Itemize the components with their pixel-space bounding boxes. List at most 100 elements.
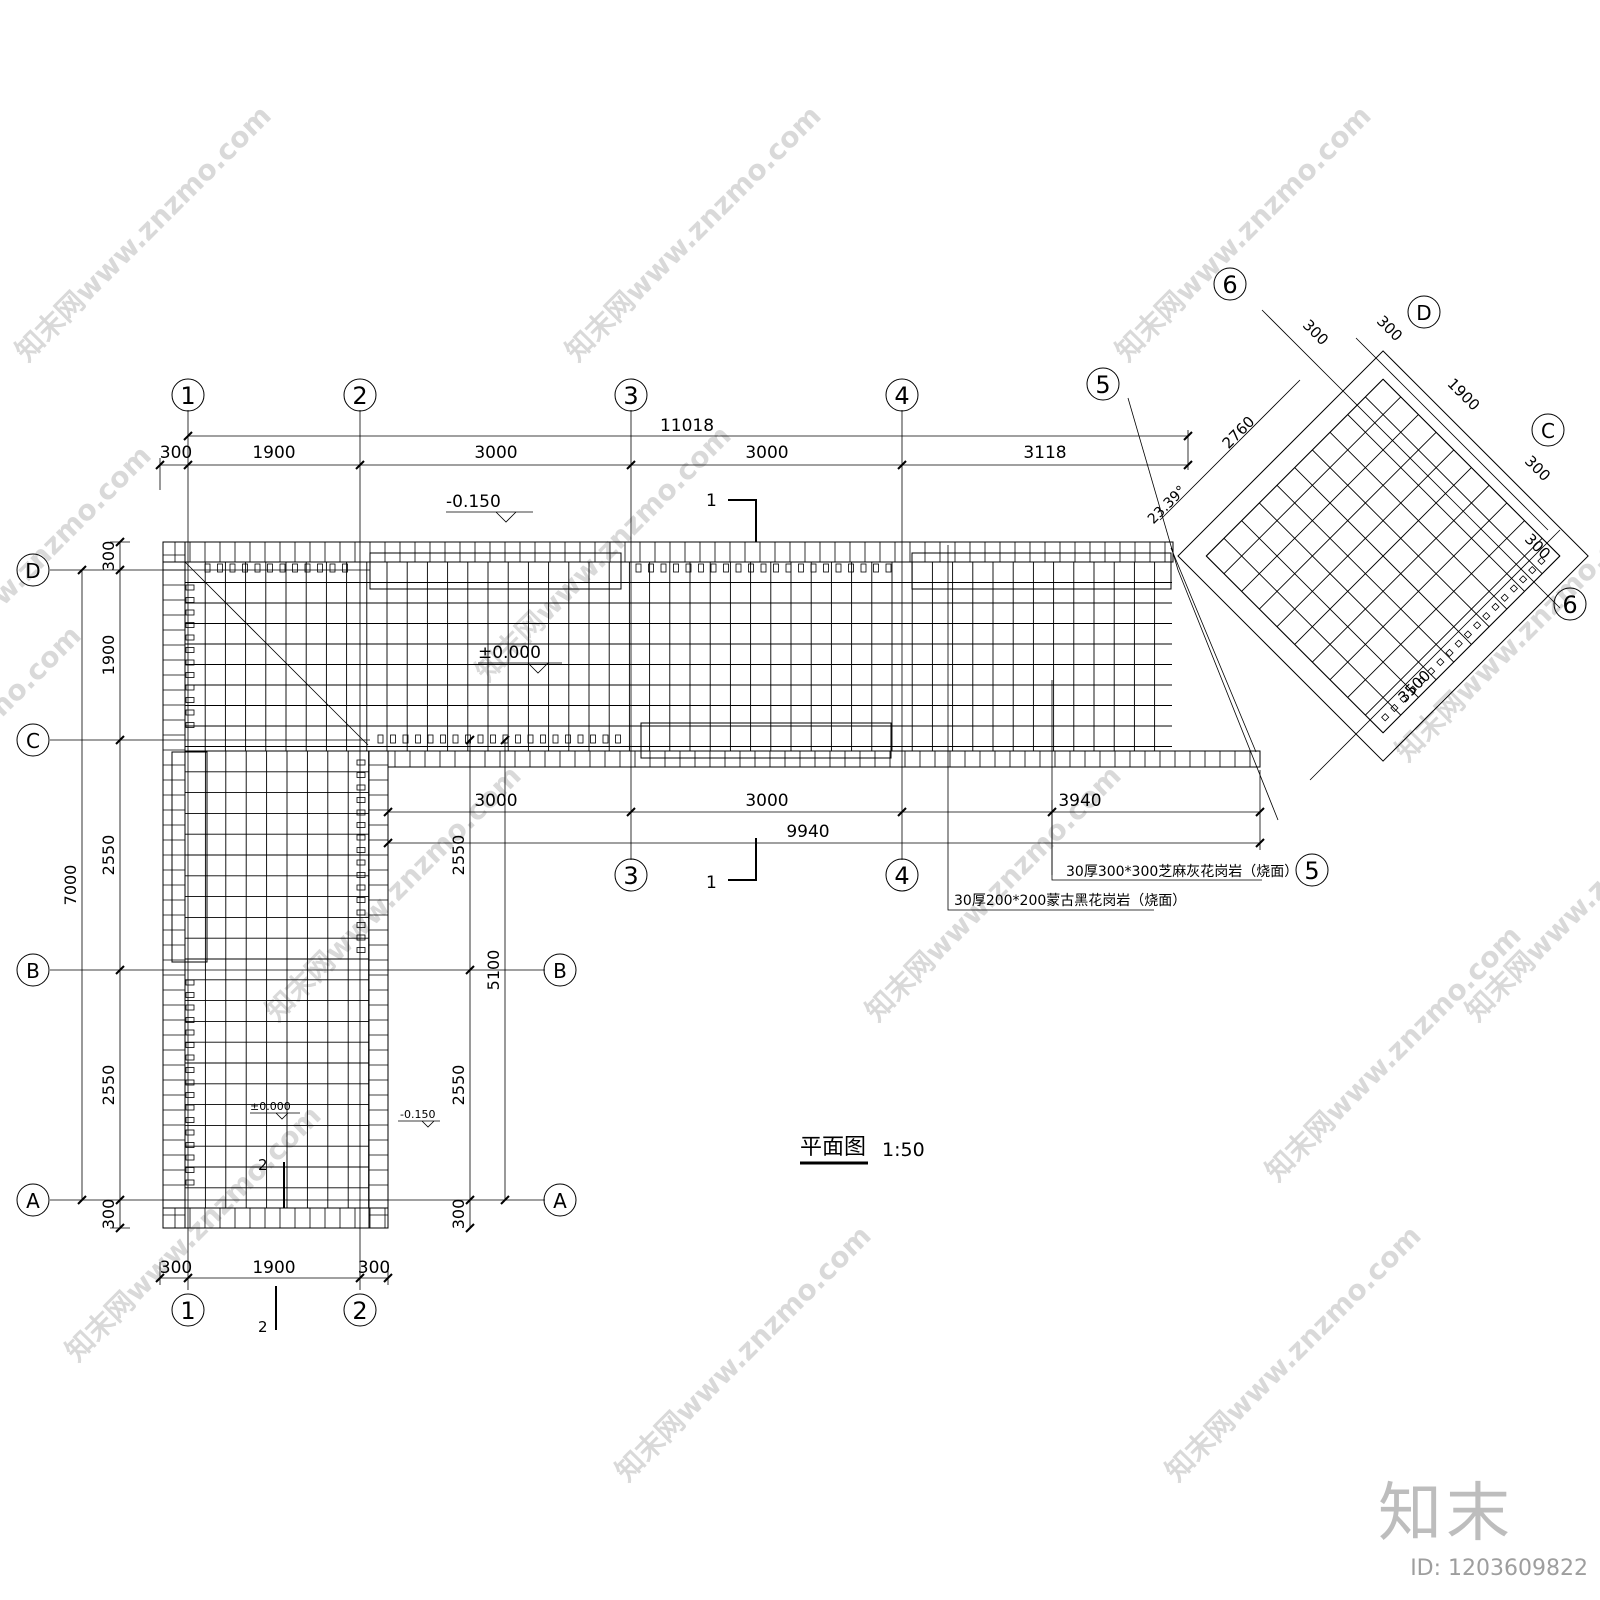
grid-line <box>1365 538 1543 716</box>
watermark-text: 知末网www.znzmo.com <box>1389 499 1600 768</box>
watermark-text: 知末网www.znzmo.com <box>559 99 828 368</box>
column-dot <box>185 722 195 728</box>
rotated-border <box>1177 350 1589 762</box>
axis-bubble-4-bottom: 4 <box>885 858 919 892</box>
column-dot <box>356 822 366 828</box>
dim-tick <box>115 537 125 547</box>
column-dot <box>317 563 323 573</box>
axis-bubble-2-bottom: 2 <box>343 1293 377 1327</box>
section-mark-2-top: 2 <box>258 1156 285 1208</box>
dim-diag-300b: 300 <box>1373 312 1406 345</box>
axis-bubble-2-top: 2 <box>343 378 377 412</box>
dim-left-total: 7000 <box>61 865 80 906</box>
grid-line <box>1205 555 1384 734</box>
dim-mid-3000b: 3000 <box>745 791 788 811</box>
dim-tick <box>77 1195 87 1205</box>
benches <box>171 552 1172 963</box>
dim-mid-3940: 3940 <box>1058 791 1101 811</box>
column-dot <box>204 563 211 573</box>
column-dot <box>810 563 817 573</box>
dim-top-300: 300 <box>160 443 192 463</box>
axis-bubble-6-top: 6 <box>1213 267 1247 301</box>
dim-inner-2550a: 2550 <box>449 835 468 876</box>
dim-tick <box>115 1223 125 1233</box>
dimension-ticks <box>77 431 1265 1283</box>
column-dot <box>873 563 879 573</box>
dim-left-300-top: 300 <box>99 541 118 572</box>
column-dot <box>242 563 248 573</box>
dim-tick <box>155 1273 165 1283</box>
svg-text:±0.000: ±0.000 <box>478 643 541 663</box>
dim-tick <box>465 735 475 745</box>
svg-text:6: 6 <box>1222 271 1237 299</box>
column-dot <box>185 979 195 986</box>
column-dot <box>540 734 546 744</box>
column-dot <box>217 563 223 573</box>
column-dot <box>1436 657 1445 667</box>
column-dot <box>1528 566 1537 575</box>
dim-mid-total: 9940 <box>786 822 829 842</box>
dim-tick <box>155 460 165 470</box>
column-dot <box>185 609 195 616</box>
grid-line <box>1294 467 1472 645</box>
column-dot <box>185 1067 195 1073</box>
column-dot <box>292 563 298 573</box>
column-dot <box>723 563 729 573</box>
column-dot <box>552 734 559 744</box>
section-mark-1-top: 1 <box>706 491 757 542</box>
column-dot <box>377 734 384 744</box>
column-dot <box>673 563 679 573</box>
axis-bubble-4-top: 4 <box>885 378 919 412</box>
column-dot <box>229 563 236 573</box>
axis-bubble-B-right: B <box>543 953 577 987</box>
grid-line <box>1382 555 1561 734</box>
paving-grid <box>184 561 1172 1208</box>
grid-line <box>1347 520 1525 698</box>
column-dot <box>798 563 804 573</box>
dim-tick <box>500 1195 510 1205</box>
column-dot <box>185 634 195 641</box>
section-mark-2-bottom: 2 <box>258 1286 277 1336</box>
column-dot <box>477 734 484 744</box>
svg-text:A: A <box>26 1189 40 1213</box>
svg-text:2: 2 <box>258 1156 268 1174</box>
grid-line <box>1329 431 1508 610</box>
column-dot <box>1491 602 1500 612</box>
column-dot <box>440 734 446 744</box>
dim-tick <box>897 807 907 817</box>
column-dot <box>1408 685 1417 694</box>
svg-text:3: 3 <box>623 862 638 890</box>
watermark-text: 知末网www.znzmo.com <box>1259 919 1528 1188</box>
column-dot <box>185 622 195 628</box>
column-dot <box>1381 713 1390 722</box>
grid-line <box>1312 484 1490 663</box>
column-dot <box>565 734 571 744</box>
axis-bubble-3-bottom: 3 <box>614 858 648 892</box>
column-dot <box>185 1054 195 1061</box>
svg-text:2: 2 <box>352 382 367 410</box>
dim-diag-300a: 300 <box>1299 316 1332 349</box>
svg-text:4: 4 <box>894 382 909 410</box>
dim-tick <box>77 565 87 575</box>
grid-line <box>1329 502 1508 681</box>
dim-tick <box>115 735 125 745</box>
column-dot <box>1427 667 1436 676</box>
dim-tick <box>465 1195 475 1205</box>
svg-text:A: A <box>553 1189 567 1213</box>
dim-top-3000a: 3000 <box>474 443 517 463</box>
watermark-layer: 知末网www.znzmo.com 知末网www.znzmo.com 知末网www.z… <box>0 99 1600 1488</box>
svg-text:±0.000: ±0.000 <box>250 1100 291 1113</box>
column-dot <box>698 563 704 573</box>
rotated-paving <box>1177 350 1589 762</box>
section-mark-1-bottom: 1 <box>706 838 757 893</box>
column-dot <box>1454 639 1463 648</box>
svg-text:5: 5 <box>1095 371 1110 399</box>
axis-bubble-C-left: C <box>16 723 50 757</box>
column-dot <box>885 563 892 573</box>
column-dot <box>1482 612 1491 621</box>
svg-text:6: 6 <box>1562 591 1577 619</box>
column-dot <box>1473 621 1482 630</box>
svg-text:1: 1 <box>180 382 195 410</box>
grid-line <box>1365 396 1543 574</box>
column-dot <box>402 734 409 744</box>
